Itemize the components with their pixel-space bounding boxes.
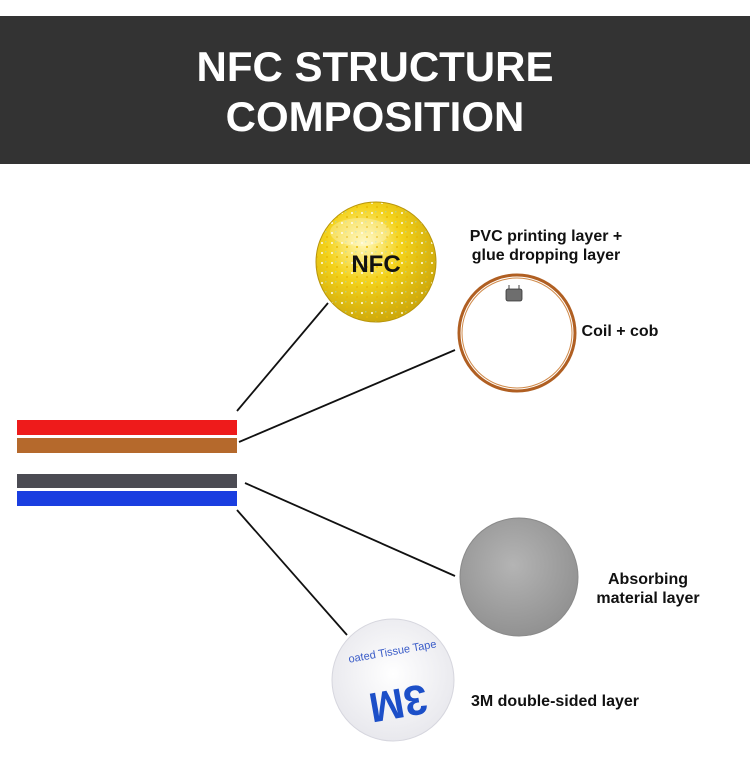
page-title-line-2: COMPOSITION (225, 93, 525, 140)
label-tape-layer: 3M double-sided layer (470, 693, 640, 710)
leader-line-tape (236, 509, 348, 636)
leader-line-pvc (236, 302, 329, 412)
page-title-line-1: NFC STRUCTURE (196, 43, 554, 90)
pvc-epoxy-disc: NFC (315, 201, 437, 323)
label-coil-layer: Coil + cob (581, 323, 659, 340)
leader-line-absorbing (244, 482, 456, 577)
title-banner (0, 16, 750, 164)
stack-absorbing-layer (17, 474, 237, 488)
coil-cob-ring (457, 273, 577, 393)
leader-line-coil (238, 349, 456, 443)
label-absorbing-layer: Absorbing material layer (596, 571, 700, 607)
chip-icon (505, 288, 523, 302)
stack-tape-layer (17, 491, 237, 506)
label-pvc-layer: PVC printing layer + glue dropping layer (469, 228, 623, 264)
page-title: NFC STRUCTURE COMPOSITION (0, 42, 750, 142)
nfc-badge-text: NFC (351, 251, 400, 278)
tape-3m-logo: 3M (365, 675, 431, 731)
stack-coil-layer (17, 438, 237, 453)
stack-pvc-layer (17, 420, 237, 435)
absorbing-material-disc (459, 517, 579, 637)
tape-3m-disc: oated Tissue Tape 3M (331, 618, 455, 742)
